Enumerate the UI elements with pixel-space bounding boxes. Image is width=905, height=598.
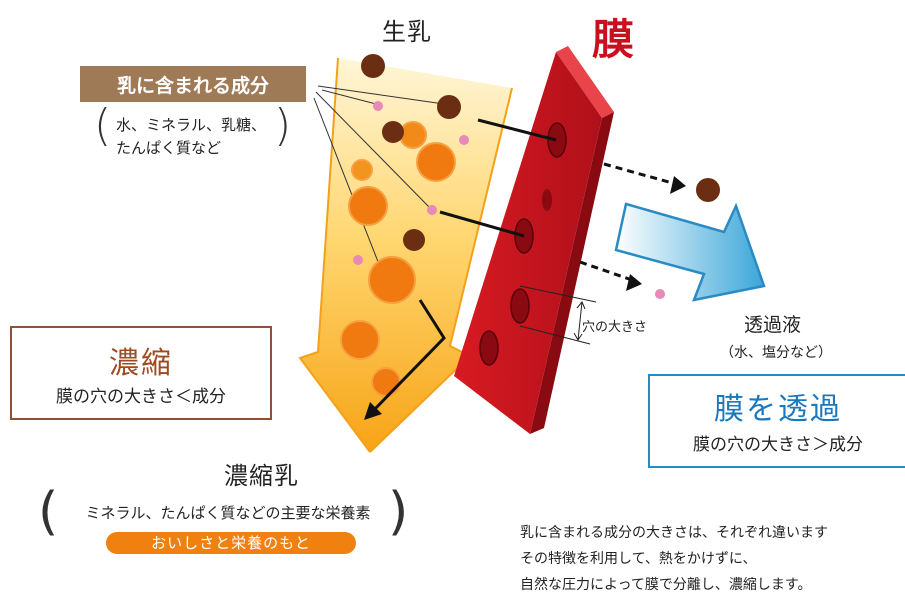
components-text: 水、ミネラル、乳糖、 たんぱく質など — [116, 114, 286, 160]
hole-size-line-top — [519, 285, 597, 303]
taste-nutrition-badge: おいしさと栄養のもと — [106, 532, 356, 554]
fat-globule — [348, 186, 388, 226]
components-examples: ( 水、ミネラル、乳糖、 たんぱく質など ) — [94, 100, 296, 166]
components-line1: 水、ミネラル、乳糖、 — [116, 116, 267, 134]
permeate-examples: （水、塩分など） — [720, 345, 832, 361]
particle-pointer — [439, 210, 525, 238]
pointer-line — [317, 85, 445, 105]
membrane-side — [556, 46, 614, 118]
membrane-label: 膜 — [592, 15, 635, 64]
explanation-note: 乳に含まれる成分の大きさは、それぞれ違います その特徴を利用して、熱をかけずに、… — [520, 520, 904, 598]
permeate-condition: 膜の穴の大きさ＞成分 — [693, 435, 863, 455]
components-line2: たんぱく質など — [116, 139, 222, 157]
reject-arrowhead — [364, 402, 382, 420]
permeate-box: 膜を透過 膜の穴の大きさ＞成分 — [648, 374, 905, 468]
pointer-line — [313, 97, 383, 273]
concentrated-components: ( ミネラル、たんぱく質などの主要な栄養素 おいしさと栄養のもと ) — [38, 482, 414, 562]
concentrate-condition: 膜の穴の大きさ＜成分 — [56, 387, 226, 407]
membrane-hole — [542, 189, 552, 211]
note-line2: その特徴を利用して、熱をかけずに、 — [520, 551, 757, 567]
salt-particle — [373, 101, 383, 111]
membrane-hole — [547, 122, 567, 158]
membrane-hole — [510, 288, 530, 324]
open-paren: ( — [94, 100, 112, 151]
concentrated-components-text: ミネラル、たんぱく質などの主要な栄養素 — [85, 504, 371, 522]
reject-arrow — [370, 299, 446, 414]
hole-size-dimension — [577, 301, 583, 341]
hole-size-arrowhead — [576, 301, 586, 310]
concentrated-milk-label: 濃縮乳 — [224, 462, 299, 490]
open-paren: ( — [38, 482, 59, 542]
fat-globule — [371, 367, 401, 397]
particle-pointer — [477, 118, 557, 142]
funnel-outline-left — [298, 57, 371, 453]
permeate-dashed-arrowhead — [626, 274, 642, 291]
permeate-dashed-arrow — [603, 162, 677, 186]
membrane-right-face — [530, 112, 614, 434]
fat-globule — [351, 159, 373, 181]
salt-particle — [655, 289, 665, 299]
permeate-title: 膜を透過 — [714, 392, 842, 427]
hole-size-arrowhead — [573, 332, 583, 341]
note-line1: 乳に含まれる成分の大きさは、それぞれ違います — [520, 525, 828, 541]
raw-milk-label: 生乳 — [382, 18, 432, 46]
close-paren: ) — [388, 482, 409, 542]
hole-size-line-bottom — [519, 325, 591, 345]
funnel-outline-right — [369, 87, 513, 453]
fat-globule — [416, 142, 456, 182]
milk-components-label: 乳に含まれる成分 — [80, 66, 306, 102]
permeate-arrow — [614, 202, 766, 302]
salt-particle — [353, 255, 363, 265]
hole-size-label: 穴の大きさ — [582, 320, 648, 335]
permeate-label: 透過液 — [744, 314, 802, 336]
protein-particle — [403, 229, 425, 251]
note-line3: 自然な圧力によって膜で分離し、濃縮します。 — [520, 577, 812, 593]
pointer-line — [315, 91, 433, 211]
salt-particle — [459, 135, 469, 145]
salt-particle — [427, 205, 437, 215]
protein-particle — [361, 54, 385, 78]
permeate-dashed-arrow — [579, 260, 633, 282]
permeate-dashed-arrowhead — [670, 176, 686, 194]
fat-globule — [399, 121, 427, 149]
protein-particle — [437, 95, 461, 119]
concentrate-title: 濃縮 — [109, 346, 173, 381]
protein-particle — [382, 121, 404, 143]
fat-globule — [368, 256, 416, 304]
pointer-line — [321, 89, 377, 105]
protein-particle — [696, 178, 720, 202]
fat-globule — [340, 320, 380, 360]
close-paren: ) — [274, 100, 292, 151]
concentrate-box: 濃縮 膜の穴の大きさ＜成分 — [10, 326, 272, 420]
membrane-hole — [479, 330, 499, 366]
